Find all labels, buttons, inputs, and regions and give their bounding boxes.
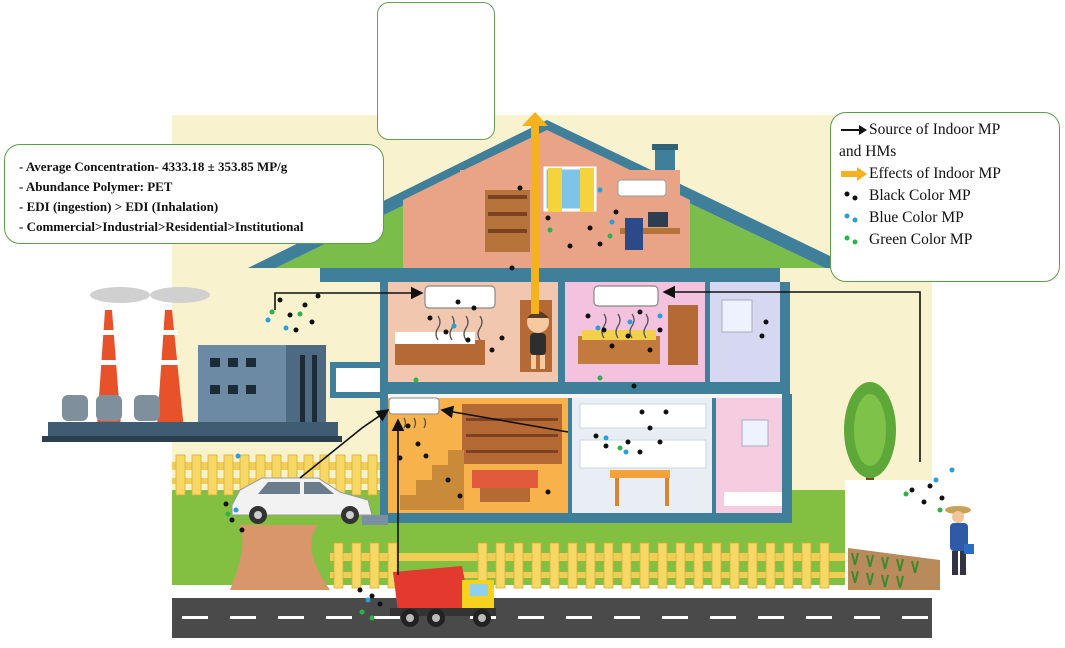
- legend-source-row-2: and HMs: [839, 141, 1051, 163]
- legend-effects-label: Effects of Indoor MP: [869, 165, 1001, 182]
- effects-image-box: [377, 2, 495, 140]
- road: [172, 598, 932, 638]
- black-mp-dots: [223, 185, 945, 607]
- truck-icon: [390, 566, 496, 627]
- farmer-icon: [845, 480, 995, 590]
- ac-unit-attic: [617, 179, 667, 197]
- legend-effects-row: Effects of Indoor MP: [839, 163, 1051, 185]
- effects-arrow: [522, 112, 548, 314]
- ac-units: [388, 179, 667, 429]
- yellow-arrow-icon: [839, 166, 869, 182]
- legend-box: Source of Indoor MP and HMs Effects of I…: [830, 112, 1060, 282]
- legend-black-row: Black Color MP: [839, 185, 1051, 207]
- garden-path: [230, 525, 330, 590]
- ac-unit-bedroom-right: [593, 285, 659, 307]
- green-mp-dots: [225, 227, 943, 621]
- green-dots-icon: [839, 232, 869, 248]
- legend-source-label: Source of Indoor MP: [869, 121, 1001, 138]
- info-box: - Average Concentration- 4333.18 ± 353.8…: [4, 144, 384, 244]
- info-line-ranking: - Commercial>Industrial>Residential>Inst…: [19, 219, 304, 234]
- legend-blue-row: Blue Color MP: [839, 207, 1051, 229]
- legend-source-label-2: and HMs: [839, 143, 897, 160]
- info-line-edi: - EDI (ingestion) > EDI (Inhalation): [19, 199, 219, 214]
- factory-icon: [42, 287, 342, 442]
- front-fence: [330, 542, 850, 589]
- blue-dots-icon: [839, 210, 869, 226]
- blue-mp-dots: [233, 187, 955, 603]
- car-icon: [231, 477, 373, 524]
- legend-black-label: Black Color MP: [869, 187, 971, 204]
- ac-unit-ground: [388, 397, 440, 415]
- black-arrow-icon: [839, 122, 869, 138]
- legend-green-row: Green Color MP: [839, 229, 1051, 251]
- tree: [844, 382, 896, 510]
- source-arrows: [274, 285, 921, 575]
- roof: [248, 120, 855, 268]
- legend-blue-label: Blue Color MP: [869, 209, 964, 226]
- legend-green-label: Green Color MP: [869, 231, 973, 248]
- info-line-concentration: - Average Concentration- 4333.18 ± 353.8…: [19, 159, 288, 174]
- black-dots-icon: [839, 188, 869, 204]
- info-line-polymer: - Abundance Polymer: PET: [19, 179, 173, 194]
- legend-source-row: Source of Indoor MP: [839, 119, 1051, 141]
- ac-unit-bedroom-left: [424, 285, 496, 309]
